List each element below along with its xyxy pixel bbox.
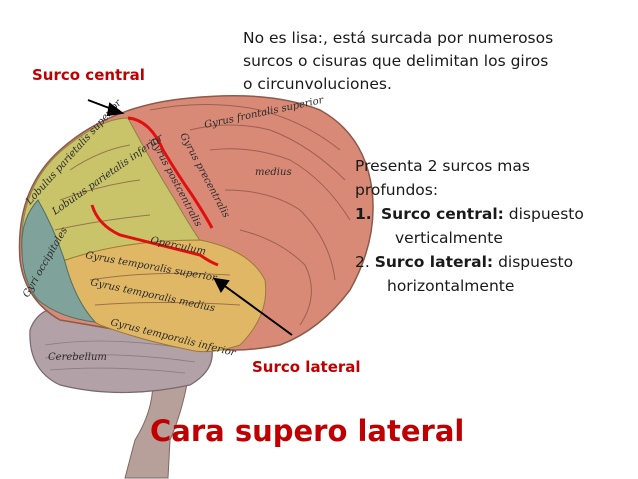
item-2-term: Surco lateral: <box>374 253 494 271</box>
occipital-lobe-region <box>21 199 97 323</box>
description-intro-2: profundos: <box>355 181 439 199</box>
top-note-line-3: o circunvoluciones. <box>243 75 392 93</box>
slide-caption: Cara supero lateral <box>150 414 465 448</box>
description-intro-1: Presenta 2 surcos mas <box>355 157 530 175</box>
item-1-term: Surco central: <box>381 205 504 223</box>
medius-label: medius <box>255 167 292 178</box>
item-1-number: 1. <box>355 205 372 223</box>
lateral-arrowhead <box>213 277 230 293</box>
top-note-line-1: No es lisa:, está surcada por numerosos <box>243 29 554 47</box>
lateral-sulcus-marker <box>90 204 219 267</box>
cerebellum-label: Cerebellum <box>48 352 107 363</box>
top-note-line-2: surcos o cisuras que delimitan los giros <box>243 52 549 70</box>
item-1-text-a: dispuesto <box>508 205 584 223</box>
description-item-1: 1. Surco central: dispuesto <box>355 202 625 226</box>
central-sulcus-marker <box>127 116 214 229</box>
sulci-description: Presenta 2 surcos mas profundos: 1. Surco… <box>355 154 625 298</box>
item-2-text-a: dispuesto <box>498 253 574 271</box>
item-1-text-b: verticalmente <box>395 229 503 247</box>
central-arrowhead <box>106 102 125 117</box>
item-2-text-b: horizontalmente <box>387 277 515 295</box>
item-2-number: 2. <box>355 253 370 271</box>
central-sulcus-label: Surco central <box>32 66 145 84</box>
top-note: No es lisa:, está surcada por numerosos … <box>243 27 623 96</box>
temporal-lobe-region <box>59 239 267 353</box>
lateral-arrow <box>221 283 293 336</box>
lateral-sulcus-label: Surco lateral <box>252 358 361 376</box>
description-item-2: 2. Surco lateral: dispuesto <box>355 250 625 274</box>
